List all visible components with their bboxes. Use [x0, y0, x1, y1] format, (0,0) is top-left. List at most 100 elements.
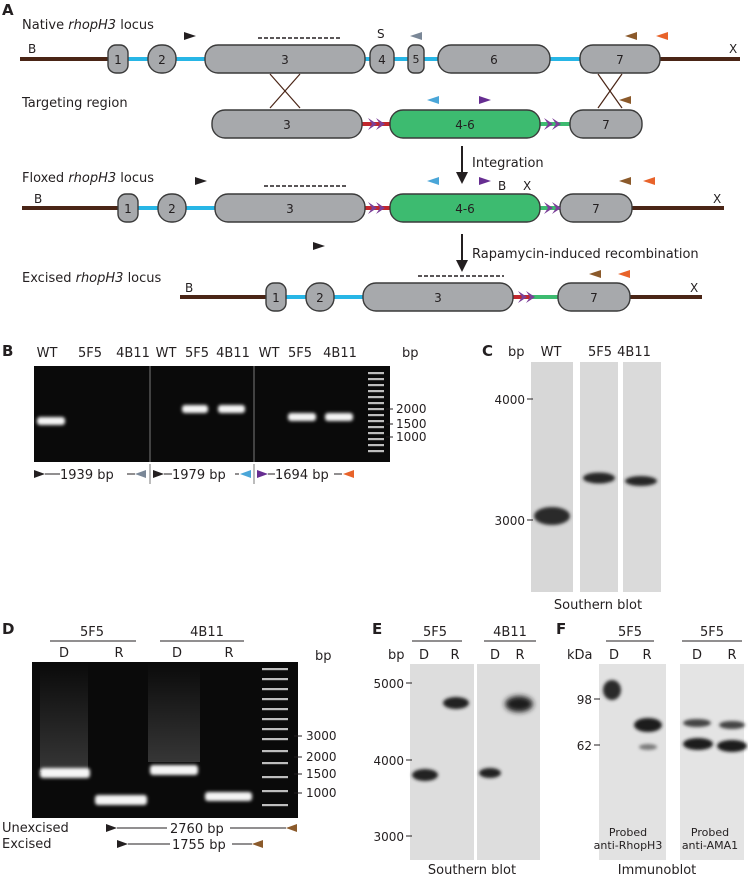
gel-b-product-key: 1939 bp 1979 bp 1694 bp [34, 464, 354, 484]
svg-text:WT: WT [259, 346, 280, 361]
svg-text:2: 2 [316, 291, 324, 305]
panel-f: F 5F5 5F5 kDa D R D R 98 62 Probed anti-… [556, 620, 747, 878]
svg-text:2: 2 [168, 202, 176, 216]
svg-text:anti-RhopH3: anti-RhopH3 [594, 839, 663, 852]
svg-text:bp: bp [315, 649, 332, 664]
panel-a: A Native rhopH3 locus 1 2 3 4 5 6 7 B X … [2, 1, 740, 312]
svg-text:1979 bp: 1979 bp [172, 468, 226, 483]
svg-text:WT: WT [541, 345, 562, 360]
gel-d-product-key: Unexcised 2760 bp Excised 1755 bp [2, 821, 297, 853]
svg-text:1: 1 [124, 202, 132, 216]
ladder-band [368, 372, 384, 375]
panel-b: B WT 5F5 4B11 WT 5F5 4B11 WT 5F5 4B11 bp [2, 342, 427, 484]
targeting-label: Targeting region [21, 96, 128, 111]
svg-text:1755 bp: 1755 bp [172, 838, 226, 853]
svg-text:R: R [450, 648, 459, 663]
svg-text:Unexcised: Unexcised [2, 821, 69, 836]
svg-text:R: R [515, 648, 524, 663]
svg-text:5F5: 5F5 [185, 346, 209, 361]
svg-text:B: B [498, 179, 506, 193]
svg-text:WT: WT [37, 346, 58, 361]
svg-text:5F5: 5F5 [80, 625, 104, 640]
svg-text:1694 bp: 1694 bp [275, 468, 329, 483]
svg-text:1: 1 [114, 53, 122, 67]
svg-text:4: 4 [378, 53, 386, 67]
ladder-band [368, 384, 384, 387]
gel-band [37, 417, 65, 425]
svg-text:5F5: 5F5 [423, 625, 447, 640]
blot-band [719, 721, 745, 729]
svg-text:4B11: 4B11 [190, 625, 224, 640]
ladder-band [368, 378, 384, 381]
exon-3 [204, 44, 366, 74]
svg-text:1500: 1500 [396, 417, 427, 431]
svg-text:bp: bp [402, 346, 419, 361]
gel-band-unexcised [40, 768, 90, 778]
svg-text:4B11: 4B11 [323, 346, 357, 361]
native-locus-label: Native rhopH3 locus [22, 18, 154, 33]
ladder-band [368, 396, 384, 399]
gel-b-bands [37, 405, 353, 425]
svg-text:B: B [34, 192, 42, 206]
svg-text:1000: 1000 [306, 786, 337, 800]
blot-lane-wt [531, 362, 573, 592]
loxp-site [368, 118, 377, 130]
exon-2 [147, 44, 177, 74]
svg-text:1500: 1500 [306, 767, 337, 781]
panel-c-caption: Southern blot [554, 598, 642, 613]
svg-text:Excised: Excised [2, 837, 51, 852]
svg-text:bp: bp [508, 345, 525, 360]
svg-text:5: 5 [413, 53, 420, 66]
svg-text:98: 98 [577, 693, 592, 707]
svg-text:Probed: Probed [609, 826, 647, 839]
svg-text:3000: 3000 [373, 830, 404, 844]
svg-text:2000: 2000 [396, 402, 427, 416]
ladder-band [368, 438, 384, 441]
gel-band-excised [95, 795, 147, 805]
svg-text:D: D [692, 648, 702, 663]
svg-text:5F5: 5F5 [618, 625, 642, 640]
gel-band [182, 405, 208, 413]
panel-letter-f: F [556, 620, 566, 638]
svg-text:kDa: kDa [567, 648, 593, 663]
svg-text:4B11: 4B11 [216, 346, 250, 361]
svg-text:Integration: Integration [472, 156, 544, 171]
exon-1 [107, 44, 129, 74]
svg-text:6: 6 [490, 53, 498, 67]
primer-orange [656, 32, 668, 40]
site-x: X [729, 42, 737, 56]
blot-band [505, 696, 533, 712]
svg-text:2760 bp: 2760 bp [170, 822, 224, 837]
blot-band [443, 697, 469, 709]
gel-band-excised [205, 792, 252, 801]
svg-text:X: X [690, 281, 698, 295]
gel-d-ladder [262, 668, 288, 807]
immunoblot-ama1 [680, 664, 744, 860]
ladder-band [262, 790, 288, 793]
site-b: B [28, 42, 36, 56]
svg-text:1000: 1000 [396, 430, 427, 444]
blot-band [583, 472, 615, 484]
gel-d-bands [40, 765, 252, 805]
svg-text:R: R [224, 646, 233, 661]
ladder-band [262, 668, 288, 671]
primer-purple [479, 96, 491, 104]
svg-text:R: R [642, 648, 651, 663]
blot-e-left [410, 664, 474, 860]
panel-letter-b: B [2, 342, 13, 360]
blot-band [534, 507, 570, 525]
ladder-band [368, 414, 384, 417]
svg-text:62: 62 [577, 739, 592, 753]
integration-arrow: Integration [456, 146, 544, 184]
ladder-band [368, 444, 384, 447]
gel-d-markers: 3000 2000 1500 1000 [294, 729, 337, 800]
svg-text:3: 3 [283, 118, 291, 132]
blot-band [412, 769, 438, 781]
svg-text:4000: 4000 [494, 393, 525, 407]
svg-text:7: 7 [602, 118, 610, 132]
blot-e-right [477, 664, 540, 860]
svg-text:D: D [59, 646, 69, 661]
panel-c: C bp WT 5F5 4B11 4000 3000 Southern blot [482, 342, 661, 613]
svg-text:2000: 2000 [306, 750, 337, 764]
